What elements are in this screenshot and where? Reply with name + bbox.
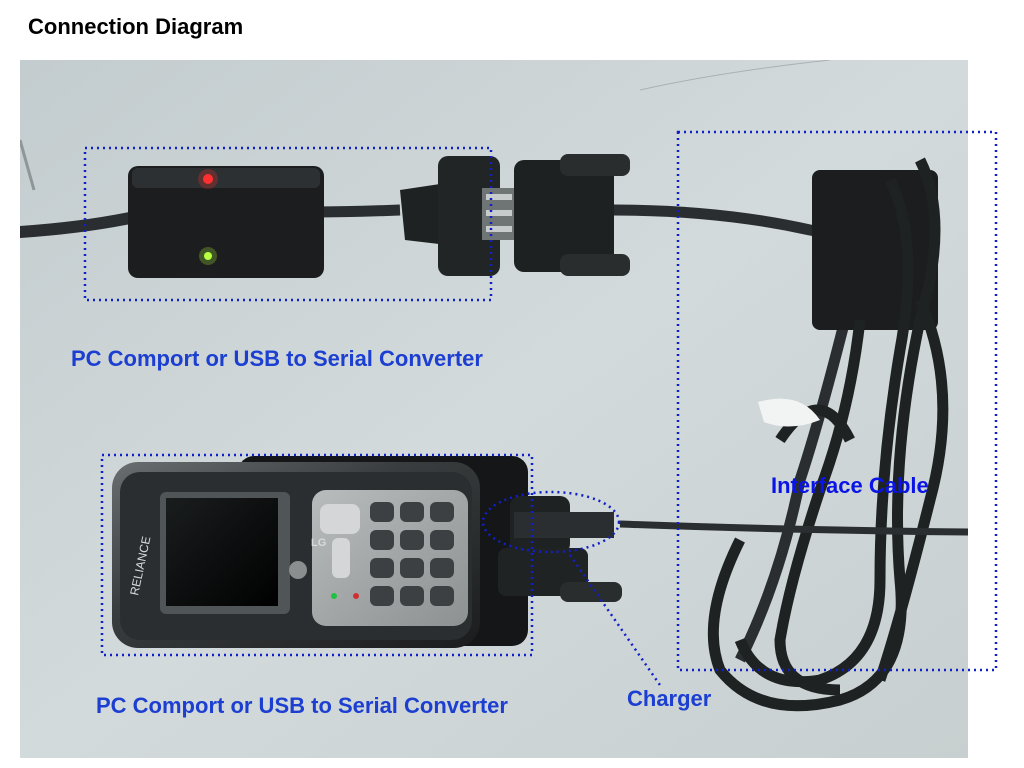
mobile-phone: LG RELIANCE bbox=[112, 462, 480, 648]
led-green-icon bbox=[204, 252, 212, 260]
connection-photo: LG RELIANCE bbox=[20, 60, 968, 758]
interface-cable-label: Interface Cable bbox=[771, 473, 929, 498]
phone-brand: LG bbox=[311, 537, 326, 549]
phone-highlight-box bbox=[100, 453, 534, 657]
charger-connector bbox=[498, 496, 622, 602]
charger-highlight-ellipse bbox=[481, 490, 621, 554]
charger-label: Charger bbox=[627, 686, 712, 711]
phone-screen bbox=[166, 498, 278, 606]
serial-connector bbox=[400, 154, 630, 276]
pc-cable bbox=[20, 212, 136, 238]
converter-label-bottom: PC Comport or USB to Serial Converter bbox=[96, 693, 508, 718]
converter-highlight-box bbox=[83, 146, 493, 302]
led-red-icon bbox=[203, 174, 213, 184]
charger-callout-line bbox=[568, 554, 664, 689]
usb-serial-converter bbox=[128, 166, 324, 278]
converter-label-top: PC Comport or USB to Serial Converter bbox=[71, 346, 483, 371]
lg-logo-icon bbox=[289, 561, 307, 579]
page-title: Connection Diagram bbox=[28, 14, 244, 39]
interface-cable-highlight-box bbox=[676, 130, 998, 672]
